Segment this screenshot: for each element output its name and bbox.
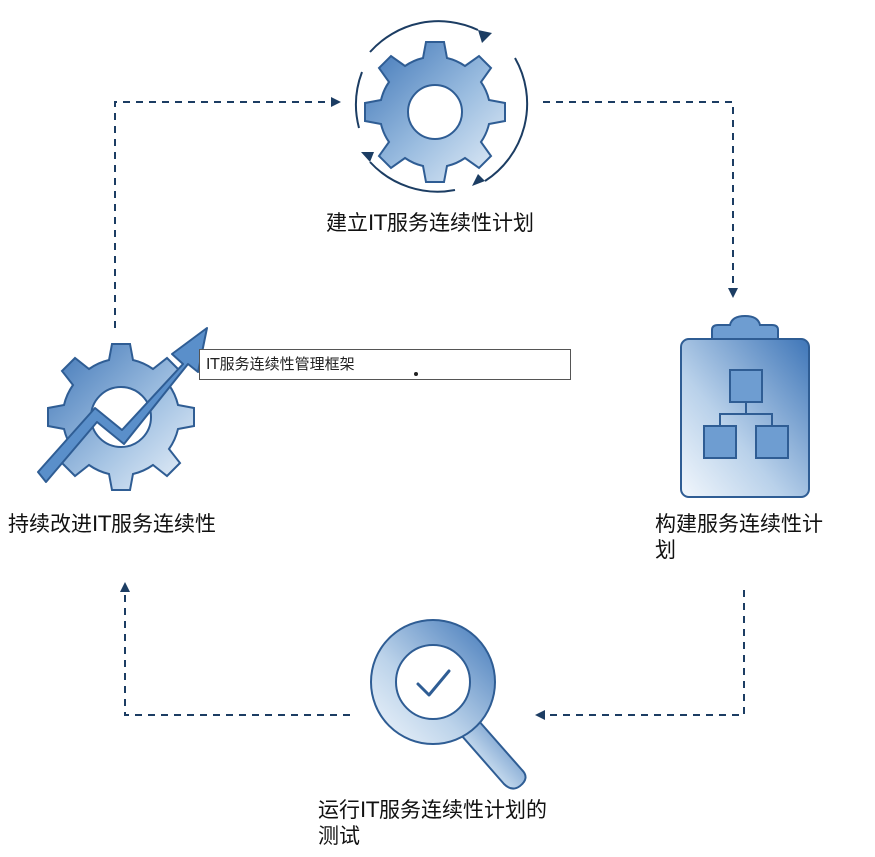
clipboard-flowchart-icon [680,314,810,498]
connectors [114,97,745,720]
connector-top-to-right [543,101,738,298]
node-label-establish: 建立IT服务连续性计划 [325,211,535,235]
framework-label: IT服务连续性管理框架 [206,355,355,373]
gear-with-growth-arrow-icon [37,327,208,491]
node-label-build: 构建服务连续性计划 [655,512,823,562]
framework-label-box: IT服务连续性管理框架 [199,349,571,380]
magnifier-check-icon [370,619,527,790]
framework-dot [414,372,418,376]
connector-bottom-to-left [120,582,350,716]
node-label-test: 运行IT服务连续性计划的测试 [318,798,548,848]
gear-with-cycle-arrows-icon [355,20,529,193]
connector-right-to-bottom [535,590,745,720]
node-label-improve: 持续改进IT服务连续性 [8,512,217,536]
connector-left-to-top [114,97,341,328]
